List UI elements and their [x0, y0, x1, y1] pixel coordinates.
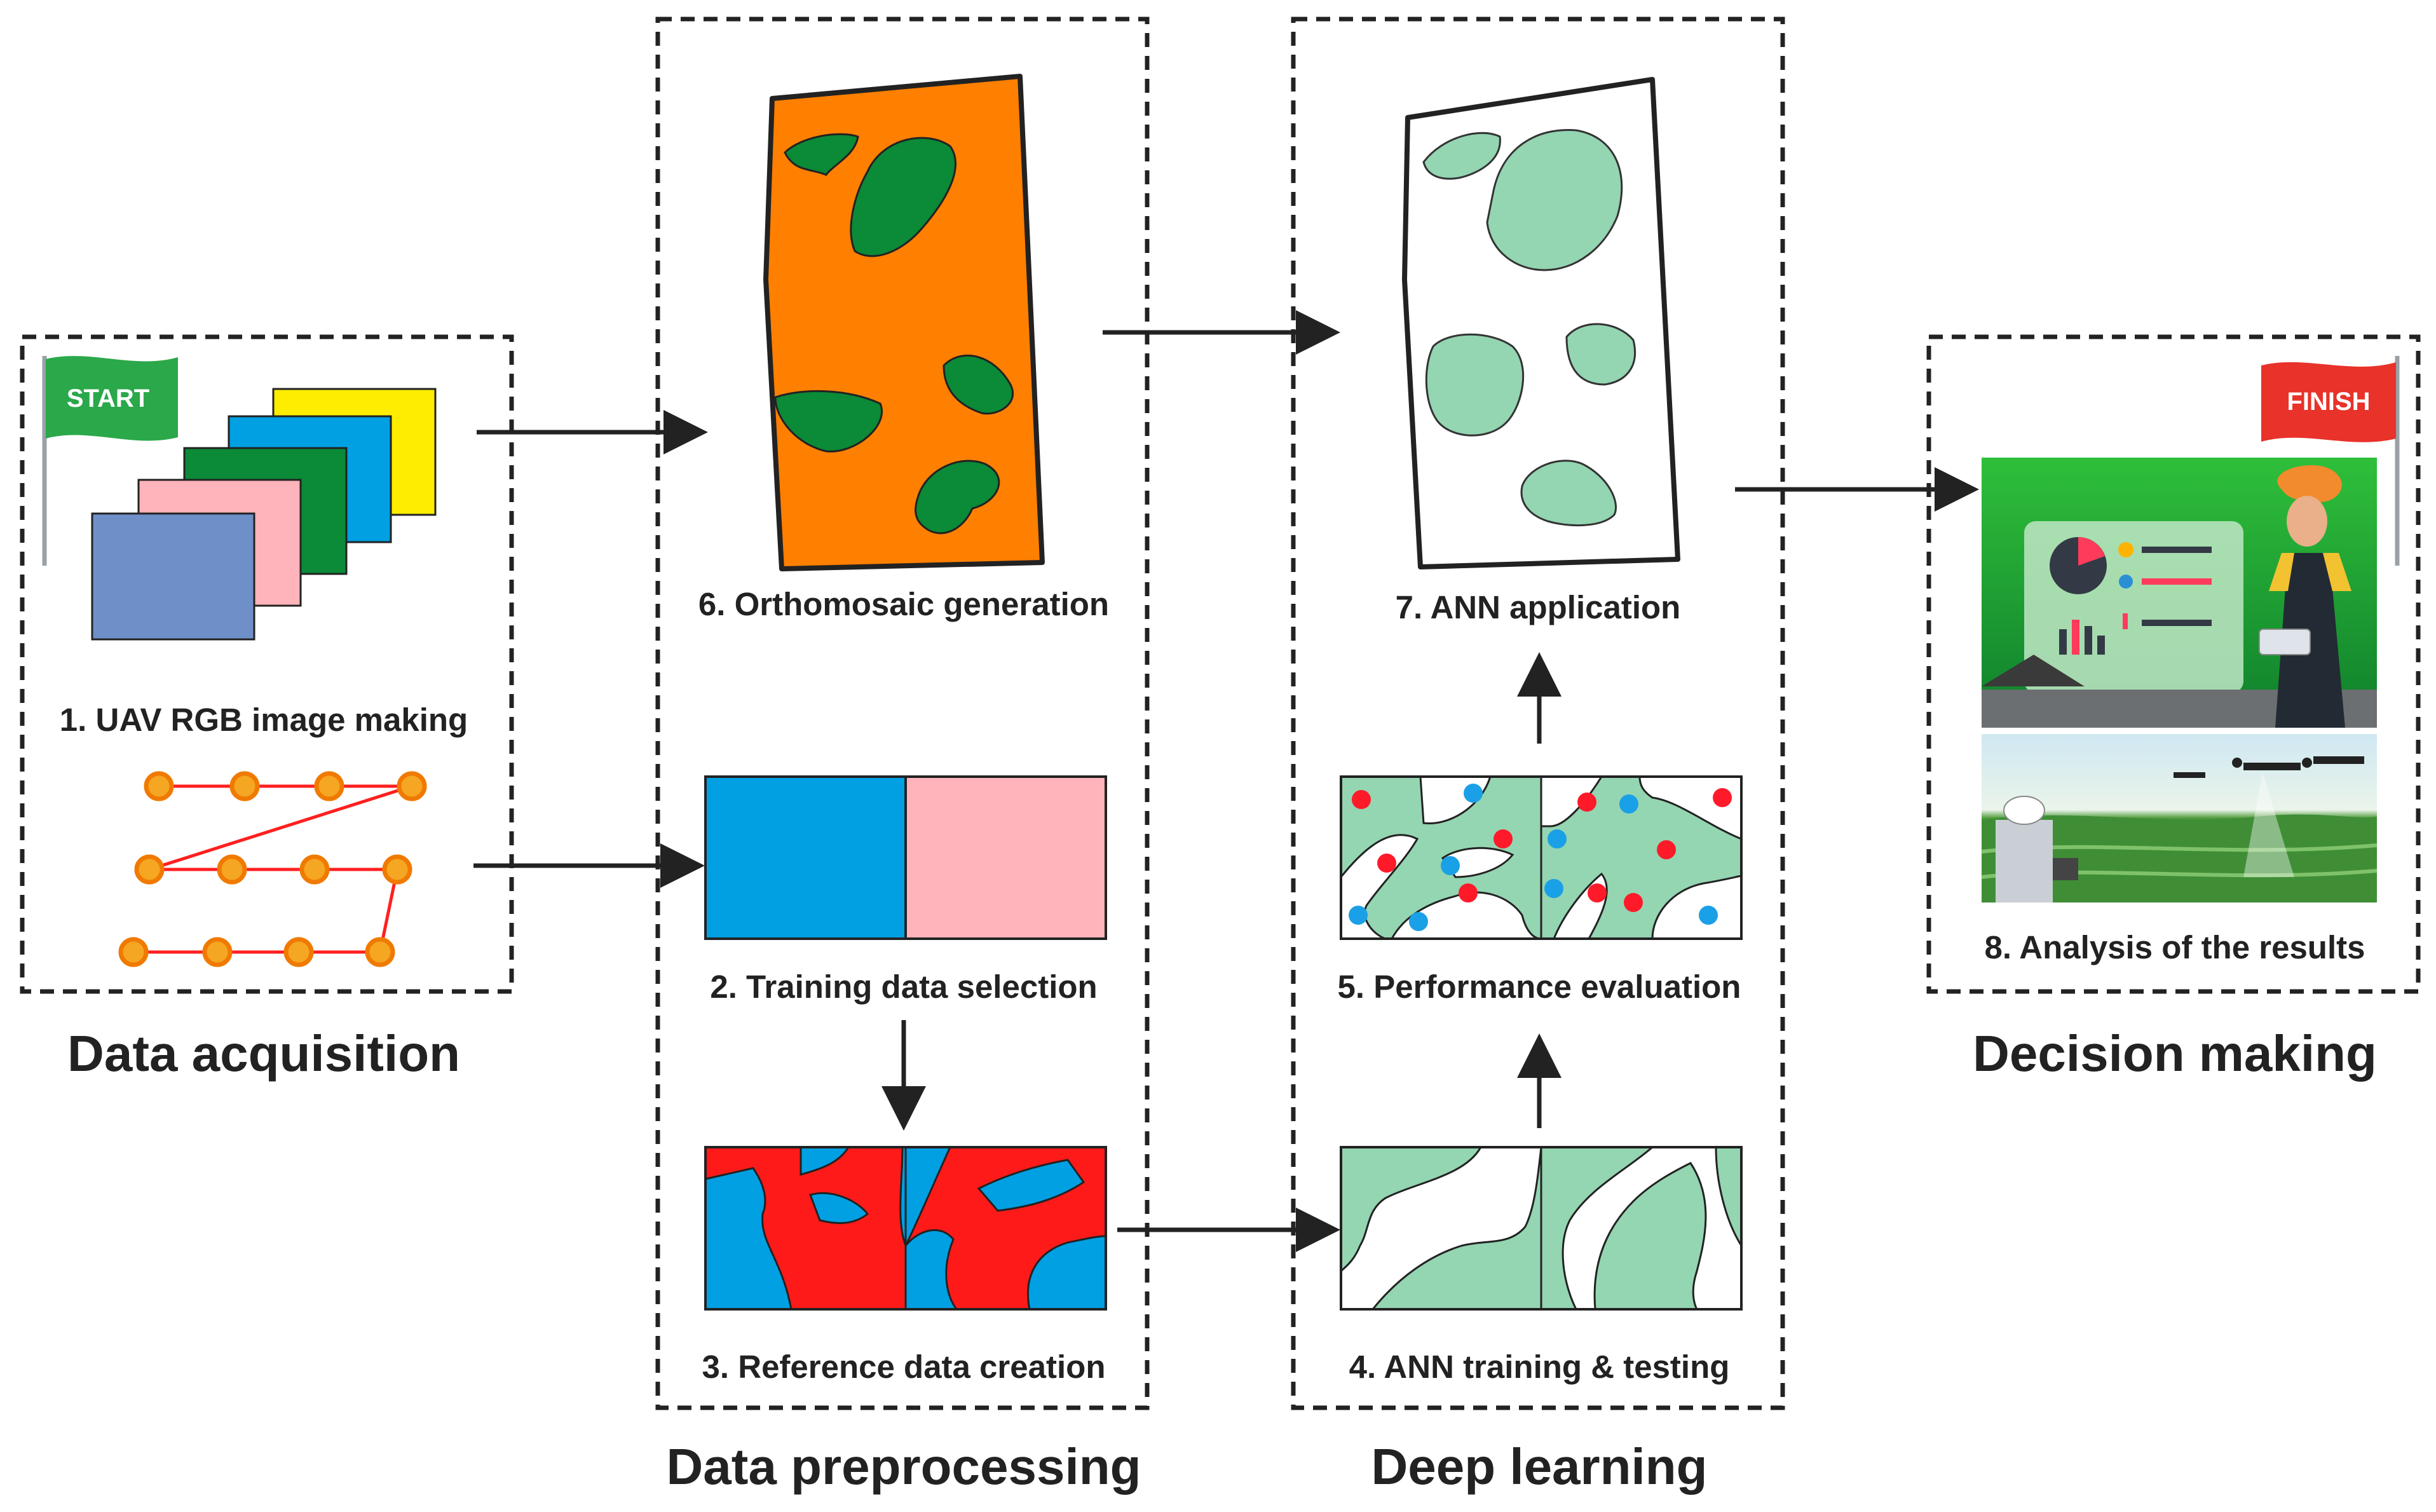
orthomosaic-icon [763, 74, 1045, 571]
ann-training-icon [1340, 1146, 1743, 1311]
finish-flag: FINISH [2261, 356, 2400, 566]
group-title-deep-learning: Deep learning [1371, 1438, 1707, 1495]
start-flag-label: START [67, 385, 149, 412]
group-title-decision: Decision making [1973, 1025, 2377, 1082]
step-2-label: 2. Training data selection [710, 969, 1097, 1005]
step-6-label: 6. Orthomosaic generation [698, 586, 1109, 622]
step-1-label: 1. UAV RGB image making [60, 702, 468, 738]
performance-evaluation-icon [1340, 775, 1743, 940]
step-3-label: 3. Reference data creation [702, 1349, 1106, 1385]
uav-image-stack-icon [91, 388, 437, 641]
reference-data-icon [704, 1146, 1107, 1311]
group-title-acquisition: Data acquisition [67, 1025, 460, 1082]
training-data-icon [704, 775, 1107, 940]
step-4-label: 4. ANN training & testing [1349, 1349, 1730, 1385]
finish-flag-label: FINISH [2287, 388, 2370, 416]
farmer-dashboard-image [1982, 458, 2377, 728]
start-flag: START [42, 356, 178, 566]
step-8-label: 8. Analysis of the results [1985, 929, 2365, 965]
step-7-label: 7. ANN application [1396, 589, 1681, 625]
drone-field-image [1981, 734, 2378, 902]
group-title-preprocessing: Data preprocessing [667, 1438, 1141, 1495]
ann-application-icon [1402, 77, 1680, 569]
flight-path-icon [118, 771, 427, 967]
step-5-label: 5. Performance evaluation [1338, 969, 1741, 1005]
